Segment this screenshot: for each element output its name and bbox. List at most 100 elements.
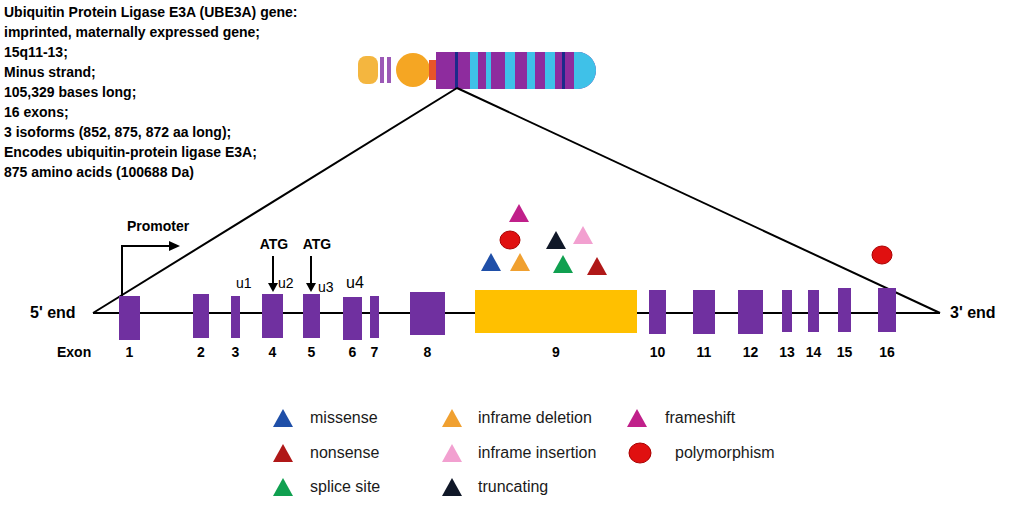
chromosome-band [387, 57, 391, 83]
gene-info-text: 105,329 bases long; [4, 84, 136, 101]
legend-label: inframe deletion [478, 408, 592, 427]
gene-backbone [93, 312, 120, 314]
legend-swatch [625, 406, 649, 430]
mutation-marker [573, 226, 593, 244]
mutation-marker [872, 246, 892, 264]
legend-label: polymorphism [675, 443, 775, 462]
exon-number: 16 [879, 344, 895, 361]
exon-number: 15 [837, 344, 853, 361]
arrowhead [268, 283, 278, 292]
promoter-arrow [122, 246, 170, 296]
gene-backbone [283, 312, 303, 314]
legend-swatch [440, 406, 464, 430]
gene-info-text: Minus strand; [4, 64, 96, 81]
gene-backbone [320, 312, 343, 314]
legend-swatch [628, 441, 652, 465]
exon-number: 5 [308, 344, 316, 361]
gene-backbone [445, 312, 475, 314]
legend-marker [629, 443, 651, 463]
gene-backbone [637, 312, 649, 314]
exon-number: 9 [552, 344, 560, 361]
upstream-orf-label: u4 [346, 273, 364, 292]
legend-marker [442, 409, 462, 427]
exon-box: 12 [738, 290, 763, 334]
start-codon-arrow [272, 256, 274, 284]
exon-number: 1 [126, 344, 134, 361]
legend-label: missense [310, 408, 378, 427]
legend-label: truncating [478, 477, 548, 496]
exon-box: 11 [693, 290, 715, 334]
legend-label: frameshift [665, 408, 735, 427]
legend-swatch [271, 475, 295, 499]
legend-marker [273, 409, 293, 427]
chromosome-arm [358, 56, 378, 84]
gene-backbone [362, 312, 370, 314]
chromosome-band [527, 52, 535, 89]
gene-backbone [819, 312, 838, 314]
legend-marker [442, 444, 462, 462]
exon-number: 2 [197, 344, 205, 361]
exon-box: 1 [119, 296, 140, 340]
mutation-marker [481, 253, 501, 271]
legend-marker [273, 478, 293, 496]
exon-number: 12 [743, 344, 759, 361]
gene-backbone [140, 312, 193, 314]
gene-backbone [792, 312, 808, 314]
exon-number: 11 [697, 344, 712, 361]
chromosome-band [574, 52, 600, 89]
exon-box: 6 [343, 297, 362, 340]
exon-box: 4 [262, 294, 283, 338]
exon-number: 13 [779, 344, 795, 361]
exon-number: 7 [371, 344, 379, 361]
gene-info-text: 15q11-13; [4, 44, 68, 61]
strand-end-label: 5' end [30, 303, 76, 322]
chromosome-arm [436, 52, 596, 89]
exon-number: 3 [232, 344, 240, 361]
gene-info-text: 3 isoforms (852, 875, 872 aa long); [4, 124, 231, 141]
centromere [396, 53, 430, 87]
chromosome-band [486, 52, 491, 89]
exon-box: 15 [838, 288, 851, 332]
chromosome-band [455, 52, 458, 89]
gene-info-text: 16 exons; [4, 104, 69, 121]
legend-marker [442, 478, 462, 496]
exon-box: 2 [193, 294, 209, 338]
gene-backbone [895, 312, 940, 314]
mutation-marker [500, 231, 520, 249]
exon-number: 4 [269, 344, 277, 361]
gene-backbone [240, 312, 262, 314]
upstream-orf-label: u1 [236, 275, 252, 292]
chromosome-band [505, 52, 515, 89]
gene-backbone [851, 312, 878, 314]
gene-info-text: imprinted, maternally expressed gene; [4, 24, 260, 41]
legend-label: splice site [310, 477, 380, 496]
arrowhead [169, 241, 180, 251]
exon-number: 10 [650, 344, 666, 361]
legend-swatch [271, 406, 295, 430]
exon-box: 5 [303, 294, 320, 338]
start-codon-label: ATG [303, 236, 332, 253]
gene-backbone [715, 312, 738, 314]
mutation-marker [553, 255, 573, 273]
gene-backbone [379, 312, 410, 314]
upstream-orf-label: u2 [278, 275, 294, 292]
mutation-marker [546, 231, 566, 249]
exon-box: 13 [782, 290, 792, 332]
axis-title: Exon [57, 344, 91, 361]
exon-box: 8 [410, 292, 445, 335]
exon-box: 3 [231, 296, 240, 338]
exon-number: 8 [424, 344, 432, 361]
legend-swatch [271, 441, 295, 465]
gene-backbone [763, 312, 782, 314]
exon-box: 14 [808, 290, 819, 332]
mutation-marker [587, 257, 607, 275]
gene-backbone [666, 312, 693, 314]
arrowhead [306, 283, 316, 292]
start-codon-arrow [310, 256, 312, 284]
exon-box: 9 [475, 290, 637, 333]
